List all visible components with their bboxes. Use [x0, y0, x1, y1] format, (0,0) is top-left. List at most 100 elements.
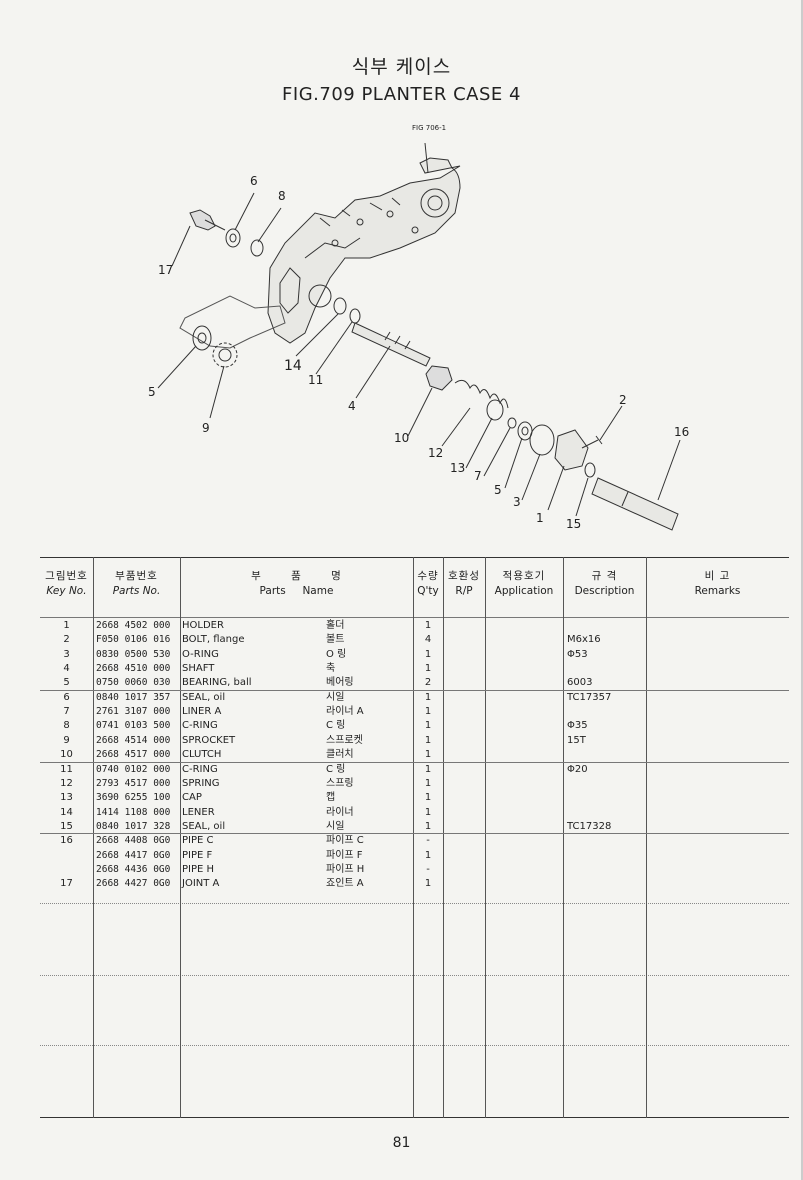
qty-cell: - — [426, 835, 430, 847]
parts-name-ko-cell: 시일 — [326, 820, 345, 832]
parts-no-cell: 2793 4517 000 — [96, 777, 171, 789]
parts-name-ko-cell: 볼트 — [326, 634, 345, 646]
description-cell: 15T — [567, 734, 586, 746]
parts-name-cell: CAP — [182, 792, 202, 804]
parts-no-cell: 0740 0102 000 — [96, 763, 171, 775]
callout-10: 10 — [394, 431, 409, 445]
case-body — [267, 157, 461, 344]
table-row: 15 0840 1017 328 SEAL, oil 시일 1 TC17328 — [40, 820, 789, 834]
callout-9: 9 — [202, 421, 210, 435]
parts-no-cell: 2668 4408 0G0 — [96, 835, 171, 847]
parts-no-cell: 0741 0103 500 — [96, 720, 171, 732]
parts-no-cell: 2668 4514 000 — [96, 734, 171, 746]
callout-14: 14 — [284, 358, 302, 374]
parts-no-cell: F050 0106 016 — [96, 634, 171, 646]
parts-name-ko-cell: 라이너 — [326, 806, 354, 818]
page-title-korean: 식부 케이스 — [351, 56, 452, 78]
callout-7: 7 — [474, 469, 482, 483]
qty-cell: 1 — [424, 820, 432, 832]
callout-16: 16 — [674, 425, 689, 439]
callout-15: 15 — [566, 517, 581, 531]
parts-no-cell: 2761 3107 000 — [96, 706, 171, 718]
key-no-cell: 8 — [63, 720, 70, 732]
parts-name-cell: JOINT A — [182, 878, 220, 890]
qty-cell: 4 — [424, 634, 432, 646]
description-cell: Φ53 — [567, 648, 588, 660]
parts-name-ko-cell: 홀더 — [326, 620, 345, 631]
qty-cell: 1 — [424, 777, 432, 789]
key-no-cell: 10 — [60, 749, 73, 761]
parts-name-ko-cell: C 링 — [326, 720, 346, 732]
key-no-cell: 17 — [60, 878, 73, 890]
description-cell: TC17328 — [567, 820, 612, 832]
parts-no-cell: 2668 4502 000 — [96, 620, 171, 631]
callout-13: 13 — [450, 461, 465, 475]
description-cell: 6003 — [567, 677, 593, 689]
parts-name-ko-cell: 라이너 A — [326, 706, 364, 718]
part-12-spring — [454, 379, 509, 409]
parts-name-cell: SEAL, oil — [182, 820, 226, 832]
callout-3: 3 — [513, 495, 521, 509]
parts-name-cell: SHAFT — [182, 663, 215, 675]
parts-no-cell: 0840 1017 328 — [96, 820, 171, 832]
key-no-cell: 15 — [60, 820, 73, 832]
parts-name-cell: PIPE H — [182, 863, 215, 875]
qty-cell: 2 — [424, 677, 432, 689]
callout-17: 17 — [158, 263, 173, 277]
parts-name-cell: C-RING — [182, 720, 218, 732]
parts-name-cell: HOLDER — [182, 620, 224, 631]
key-no-cell: 12 — [60, 777, 73, 789]
parts-name-cell: SPRING — [182, 777, 220, 789]
parts-no-cell: 2668 4427 0G0 — [96, 878, 171, 890]
parts-name-cell: O-RING — [182, 648, 219, 660]
key-no-cell: 2 — [63, 634, 70, 646]
key-no-cell: 14 — [60, 806, 73, 818]
callout-5-right: 5 — [494, 483, 502, 497]
parts-name-ko-cell: 클러치 — [326, 749, 354, 761]
callout-8: 8 — [278, 189, 286, 203]
part-9-sprocket — [212, 342, 238, 368]
qty-cell: 1 — [424, 706, 432, 718]
callout-1: 1 — [536, 511, 544, 525]
qty-cell: 1 — [424, 878, 432, 890]
parts-name-cell: PIPE F — [182, 849, 213, 861]
parts-no-cell: 2668 4510 000 — [96, 663, 171, 675]
parts-name-cell: PIPE C — [182, 835, 214, 847]
description-cell: TC17357 — [567, 691, 612, 703]
qty-cell: - — [426, 863, 430, 875]
part-4-shaft — [351, 322, 431, 367]
parts-name-cell: CLUTCH — [182, 749, 222, 761]
qty-cell: 1 — [424, 648, 432, 660]
part-17-joint — [189, 209, 216, 231]
description-cell: M6x16 — [567, 634, 601, 646]
key-no-cell: 4 — [63, 663, 70, 675]
qty-cell: 1 — [424, 792, 432, 804]
key-no-cell: 16 — [60, 835, 73, 847]
parts-no-cell: 3690 6255 100 — [96, 792, 171, 804]
qty-cell: 1 — [424, 806, 432, 818]
parts-name-cell: C-RING — [182, 763, 218, 775]
part-1-holder — [554, 429, 589, 471]
parts-name-ko-cell: 파이프 C — [326, 835, 364, 847]
key-no-cell: 9 — [63, 734, 70, 746]
parts-name-cell: SEAL, oil — [182, 691, 226, 703]
part-16-pipe — [591, 477, 679, 531]
key-no-cell: 11 — [60, 763, 73, 775]
diagram-ref-label: FIG 706-1 — [412, 124, 446, 132]
parts-name-ko-cell: 캡 — [326, 792, 336, 804]
